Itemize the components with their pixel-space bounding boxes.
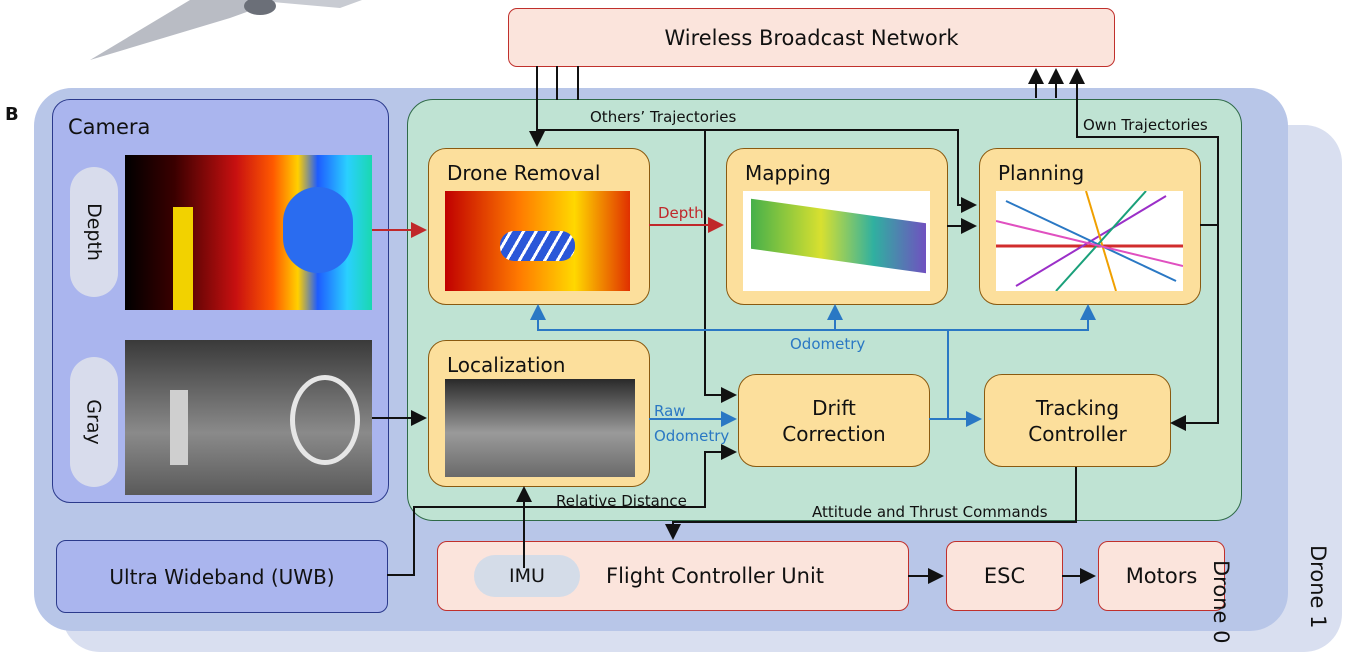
depth-head — [283, 187, 353, 273]
drone-removal-title: Drone Removal — [447, 161, 601, 185]
imu-pill: IMU — [474, 555, 580, 597]
drift-correction-line2: Correction — [782, 421, 886, 446]
wireless-broadcast-network: Wireless Broadcast Network — [508, 8, 1115, 67]
gray-pill: Gray — [70, 357, 118, 487]
esc-module: ESC — [946, 541, 1063, 611]
attitude-thrust-label: Attitude and Thrust Commands — [812, 503, 1048, 521]
depth-edge-label: Depth — [658, 204, 704, 222]
motors-module: Motors — [1098, 541, 1225, 611]
planning-module: Planning — [979, 148, 1201, 305]
raw-odometry-edge-label: Odometry — [654, 427, 730, 445]
mapping-image — [743, 191, 930, 291]
fan-shape — [290, 375, 360, 465]
depth-object — [173, 207, 193, 310]
others-trajectories-label: Others’ Trajectories — [590, 108, 737, 126]
localization-image — [445, 379, 635, 477]
odometry-edge-label: Odometry — [790, 335, 866, 353]
drone-removal-image — [445, 191, 630, 291]
drift-correction-module: Drift Correction — [738, 374, 930, 467]
tracking-controller-module: Tracking Controller — [984, 374, 1171, 467]
mapping-module: Mapping — [726, 148, 948, 305]
localization-title: Localization — [447, 353, 566, 377]
drone-removal-module: Drone Removal — [428, 148, 650, 305]
planning-image — [996, 191, 1183, 291]
camera-title: Camera — [68, 115, 151, 139]
flight-controller-unit: IMU Flight Controller Unit — [437, 541, 909, 611]
mapping-title: Mapping — [745, 161, 831, 185]
depth-image — [125, 155, 372, 310]
planning-title: Planning — [998, 161, 1085, 185]
own-trajectories-label: Own Trajectories — [1083, 116, 1208, 134]
tracking-controller-line2: Controller — [1028, 421, 1127, 446]
fcu-label: Flight Controller Unit — [606, 564, 825, 588]
tracking-controller-line1: Tracking — [1035, 395, 1120, 420]
localization-module: Localization — [428, 340, 650, 487]
propeller-image — [90, 0, 362, 60]
gray-image — [125, 340, 372, 495]
raw-edge-label: Raw — [654, 402, 686, 420]
depth-pill: Depth — [70, 167, 118, 297]
drift-correction-line1: Drift — [812, 395, 856, 420]
uwb-module: Ultra Wideband (UWB) — [56, 540, 388, 613]
removed-drone-region — [500, 231, 575, 261]
panel-letter: B — [5, 104, 19, 125]
pole-shape — [170, 390, 188, 465]
relative-distance-label: Relative Distance — [556, 492, 687, 510]
